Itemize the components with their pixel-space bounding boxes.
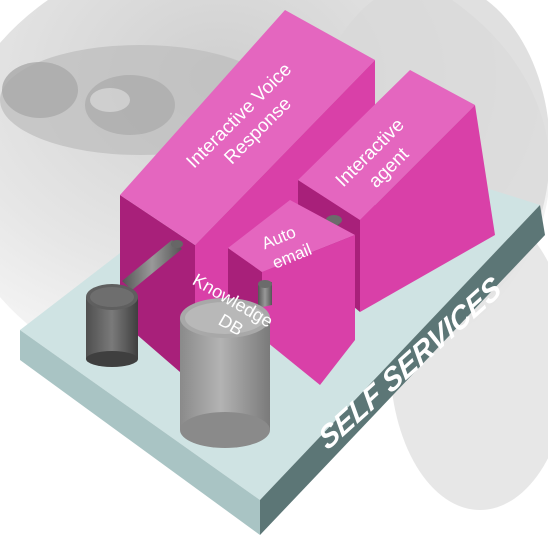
agent-box-top	[298, 70, 475, 220]
ivr-cylinder-connector	[122, 240, 182, 290]
email-db-connector	[258, 282, 272, 308]
auto-email-box: Auto email	[228, 200, 355, 385]
email-box-front	[262, 235, 355, 385]
platform-front-face	[260, 205, 545, 535]
email-box-top	[228, 200, 355, 272]
agent-box-front	[360, 105, 495, 312]
ivr-connector-cap	[171, 240, 183, 248]
platform-left-edge	[20, 330, 260, 535]
small-cylinder	[86, 284, 138, 367]
ivr-box-top	[120, 10, 375, 245]
email-connector-cap	[258, 280, 272, 288]
